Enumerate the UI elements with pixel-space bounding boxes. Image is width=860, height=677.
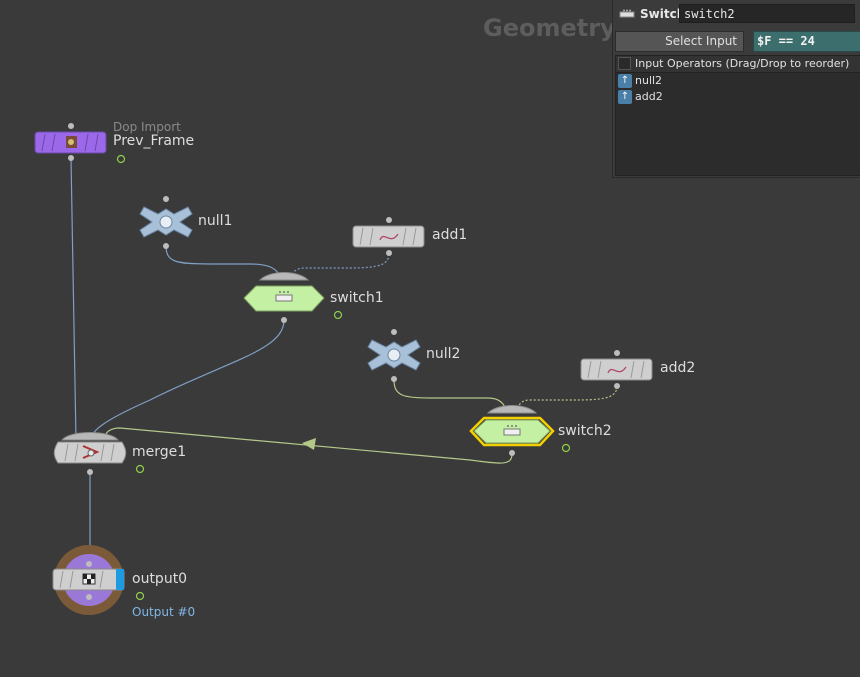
output-connector[interactable] (68, 155, 74, 161)
switch-type-icon[interactable] (619, 9, 635, 19)
wire-null2-switch2 (393, 379, 507, 411)
display-flag-icon[interactable] (333, 310, 343, 320)
list-item[interactable]: ↑ null2 (616, 73, 860, 89)
null-node-icon (139, 206, 193, 238)
select-input-expression-field[interactable]: $F == 24 (753, 31, 860, 52)
select-input-label[interactable]: Select Input (615, 31, 744, 52)
wire-switch1-merge1 (89, 319, 285, 441)
node-add1[interactable] (352, 217, 425, 256)
output-connector[interactable] (281, 317, 287, 323)
input-connector[interactable] (68, 123, 74, 129)
selection-outline (469, 416, 555, 447)
wire-null1-switch1 (165, 245, 281, 279)
node-type-label: Dop Import (113, 120, 181, 134)
merge-icon (82, 445, 100, 459)
node-name-prev-frame[interactable]: Prev_Frame (113, 133, 195, 149)
input-operators-list[interactable]: Input Operators (Drag/Drop to reorder) ↑… (615, 55, 860, 176)
wires (70, 157, 618, 562)
operator-type-label: Switch (640, 7, 686, 21)
input-connector[interactable] (86, 561, 92, 567)
dop-import-icon (66, 136, 77, 148)
switch-icon (275, 291, 293, 302)
display-flag-icon[interactable] (561, 443, 571, 453)
display-flag-icon[interactable] (135, 591, 145, 601)
input-bar[interactable] (258, 272, 310, 281)
node-add2[interactable] (580, 350, 653, 389)
add-curve-icon (607, 366, 627, 374)
node-null1[interactable] (139, 196, 193, 249)
wire-add1-switch1 (291, 253, 390, 279)
list-header: Input Operators (Drag/Drop to reorder) (616, 56, 860, 73)
input-connector[interactable] (386, 217, 392, 223)
display-flag-bar[interactable] (116, 569, 124, 590)
node-merge1[interactable] (53, 432, 145, 476)
input-connector[interactable] (614, 350, 620, 356)
up-arrow-icon[interactable]: ↑ (618, 74, 632, 88)
output-connector[interactable] (509, 450, 515, 456)
add-curve-icon (379, 233, 399, 241)
output-connector[interactable] (86, 594, 92, 600)
node-switch1[interactable] (243, 272, 343, 324)
switch-icon (503, 425, 521, 436)
select-all-checkbox[interactable] (618, 57, 631, 70)
input-connector[interactable] (391, 329, 397, 335)
list-item-label: null2 (635, 74, 663, 87)
list-item[interactable]: ↑ add2 (616, 89, 860, 105)
up-arrow-icon[interactable]: ↑ (618, 90, 632, 104)
input-bar[interactable] (60, 432, 120, 441)
operator-name-field[interactable]: switch2 (679, 4, 855, 23)
node-name-null2[interactable]: null2 (426, 346, 461, 362)
select-input-row: Select Input $F == 24 (613, 31, 860, 53)
node-name-merge1[interactable]: merge1 (132, 444, 187, 460)
operator-header: Switch switch2 (613, 3, 860, 25)
wire-direction-arrow (302, 438, 316, 450)
display-flag-icon[interactable] (116, 154, 126, 164)
node-name-switch2[interactable]: switch2 (558, 423, 612, 439)
wire-switch2-merge1 (103, 427, 513, 464)
node-name-null1[interactable]: null1 (198, 213, 233, 229)
checkered-flag-icon (82, 573, 96, 585)
output-connector[interactable] (614, 383, 620, 389)
node-null2[interactable] (367, 329, 421, 382)
node-comment-output0: Output #0 (132, 605, 196, 619)
output-connector[interactable] (163, 243, 169, 249)
wire-add2-switch2 (517, 385, 618, 411)
null-node-icon (367, 339, 421, 371)
list-item-label: add2 (635, 90, 663, 103)
node-prev-frame[interactable] (34, 123, 126, 164)
display-flag-icon[interactable] (135, 464, 145, 474)
node-switch2[interactable] (469, 405, 571, 457)
parameter-panel: Switch switch2 Select Input $F == 24 Inp… (612, 0, 860, 178)
list-header-label: Input Operators (Drag/Drop to reorder) (635, 57, 850, 70)
node-output0[interactable] (52, 545, 145, 615)
input-connector[interactable] (163, 196, 169, 202)
output-connector[interactable] (87, 469, 93, 475)
node-name-output0[interactable]: output0 (132, 571, 188, 587)
wire-prevframe-merge1 (70, 157, 77, 441)
output-connector[interactable] (391, 376, 397, 382)
node-name-add1[interactable]: add1 (432, 227, 468, 243)
context-title: Geometry (483, 14, 616, 42)
output-connector[interactable] (386, 250, 392, 256)
node-name-add2[interactable]: add2 (660, 360, 696, 376)
node-name-switch1[interactable]: switch1 (330, 290, 384, 306)
input-bar[interactable] (486, 405, 538, 414)
